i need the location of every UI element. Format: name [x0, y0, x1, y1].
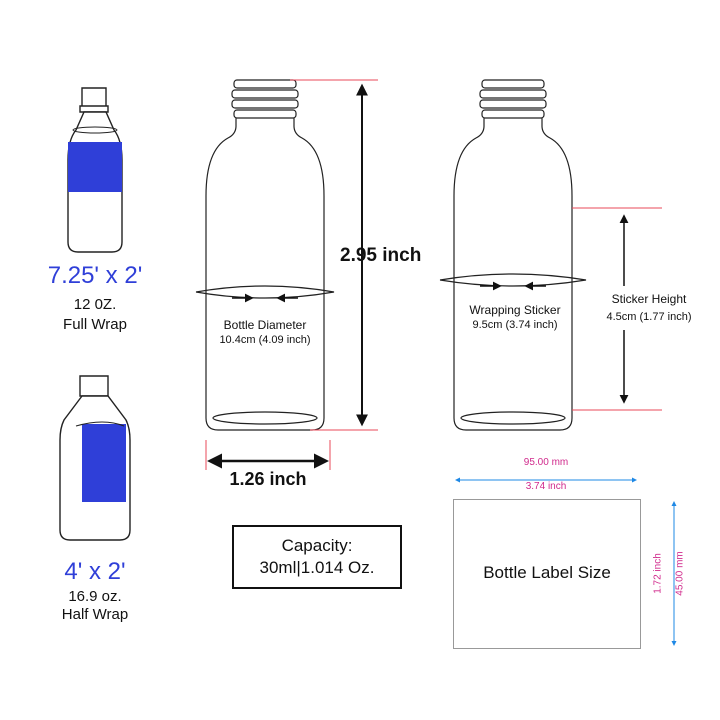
label-width-mm: 95.00 mm — [523, 457, 569, 468]
half-wrap-volume: 16.9 oz. — [68, 588, 122, 605]
capacity-title: Capacity: — [281, 536, 353, 555]
label-height-inch: 1.72 inch — [652, 553, 664, 594]
height-dimension: 2.95 inch — [340, 245, 422, 266]
half-wrap-bottle-icon — [59, 375, 131, 541]
wrapping-sticker-value: 9.5cm (3.74 inch) — [472, 319, 558, 331]
sticker-bottle-outline — [439, 79, 587, 431]
wrapping-sticker-label: Wrapping Sticker — [469, 303, 561, 317]
sticker-height-label: Sticker Height — [611, 292, 687, 306]
full-wrap-type: Full Wrap — [63, 316, 127, 333]
label-height-mm: 45.00 mm — [674, 551, 686, 596]
capacity-value: 30ml|1.014 Oz. — [259, 558, 375, 577]
full-wrap-volume: 12 0Z. — [73, 296, 117, 313]
bottle-label-size-box: Bottle Label Size — [453, 499, 641, 649]
bottle-diameter-label: Bottle Diameter — [223, 318, 307, 332]
label-width-inch: 3.74 inch — [525, 481, 567, 492]
sticker-height-value: 4.5cm (1.77 inch) — [606, 311, 692, 323]
bottle-label-size-title: Bottle Label Size — [483, 563, 611, 582]
full-wrap-bottle-icon — [67, 87, 123, 253]
half-wrap-size: 4' x 2' — [64, 558, 126, 585]
half-wrap-type: Half Wrap — [61, 606, 129, 623]
main-bottle-outline — [195, 79, 335, 431]
width-dimension: 1.26 inch — [229, 469, 307, 489]
full-wrap-size: 7.25' x 2' — [47, 262, 143, 289]
bottle-diameter-value: 10.4cm (4.09 inch) — [219, 334, 311, 346]
capacity-box: Capacity: 30ml|1.014 Oz. — [232, 525, 402, 589]
